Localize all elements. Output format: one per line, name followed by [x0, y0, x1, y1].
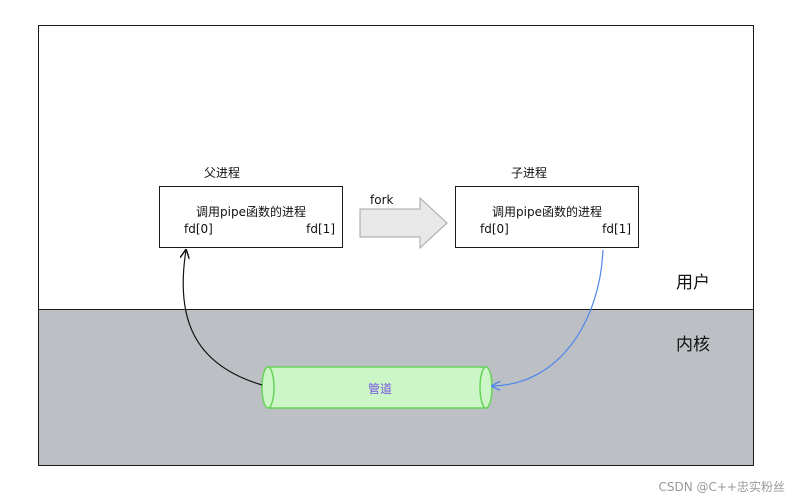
pipe-label: 管道 — [367, 382, 392, 396]
parent-fd-read: fd[0] — [184, 222, 213, 236]
parent-process-title: 父进程 — [204, 166, 241, 180]
fork-label: fork — [370, 193, 394, 207]
parent-process-caption: 调用pipe函数的进程 — [196, 205, 306, 219]
user-space-zone — [39, 26, 753, 309]
child-process-caption: 调用pipe函数的进程 — [492, 205, 602, 219]
parent-fd-write: fd[1] — [306, 222, 335, 236]
kernel-space-label: 内核 — [676, 335, 710, 355]
child-process-box: 调用pipe函数的进程 fd[0] fd[1] — [455, 186, 639, 248]
watermark: CSDN @C++忠实粉丝 — [658, 480, 785, 494]
child-process-title: 子进程 — [511, 166, 548, 180]
diagram-frame — [38, 25, 754, 466]
child-fd-read: fd[0] — [480, 222, 509, 236]
user-space-label: 用户 — [676, 273, 710, 293]
child-fd-write: fd[1] — [602, 222, 631, 236]
parent-process-box: 调用pipe函数的进程 fd[0] fd[1] — [159, 186, 343, 248]
